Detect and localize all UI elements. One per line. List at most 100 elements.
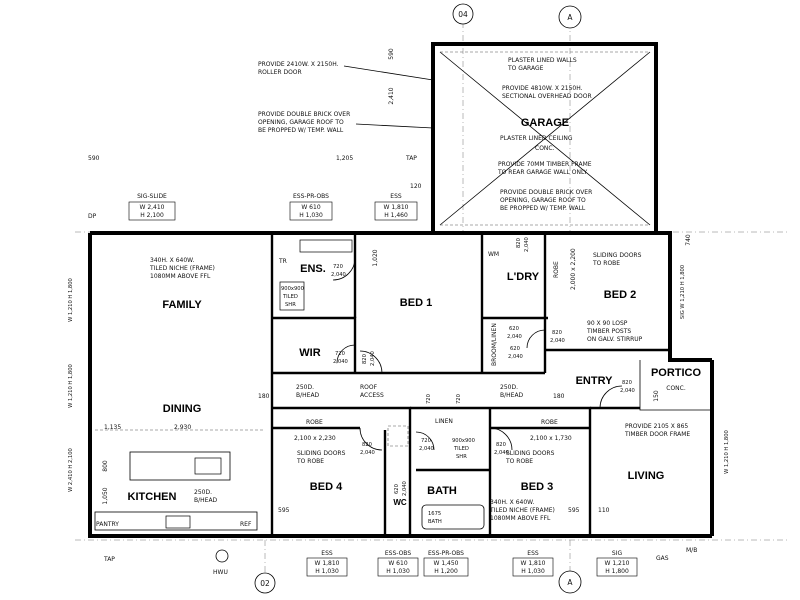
room-laundry: L'DRY [507, 271, 540, 283]
label-shower-bath: 900x900 TILED SHR [452, 438, 475, 460]
dim-180-right: 180 [553, 393, 565, 400]
svg-text:ACCESS: ACCESS [360, 392, 384, 399]
window-ess-pr-obs-bottom: ESS-PR-OBS W 1,450 H 1,200 [423, 550, 469, 577]
note-roller-door: PROVIDE 2410W. X 2150H. ROLLER DOOR [258, 61, 434, 81]
window-ess-top: ESS W 1,810 H 1,460 [374, 193, 418, 221]
label-robe-bed2: ROBE [553, 261, 560, 278]
window-sig-bottom: SIG W 1,210 H 1,800 [596, 550, 638, 577]
svg-text:2,040: 2,040 [402, 481, 408, 496]
label-robe-bed4: ROBE [306, 419, 323, 426]
svg-text:W 610: W 610 [388, 560, 407, 567]
room-bath: BATH [427, 485, 457, 497]
svg-text:H 2,100: H 2,100 [140, 212, 164, 219]
room-bed2: BED 2 [604, 289, 636, 301]
svg-text:SLIDING DOORS: SLIDING DOORS [506, 450, 555, 457]
svg-text:ROOF: ROOF [360, 384, 378, 391]
dim-1020: 1,020 [372, 249, 379, 266]
svg-text:H 1,800: H 1,800 [605, 568, 629, 575]
svg-text:720: 720 [333, 264, 343, 270]
svg-text:1080MM ABOVE FFL: 1080MM ABOVE FFL [490, 515, 551, 522]
svg-text:TILED: TILED [282, 294, 298, 300]
dim-2930: 2,930 [174, 424, 191, 431]
dim-595-left: 595 [278, 507, 290, 514]
svg-text:820: 820 [496, 442, 506, 448]
room-garage: GARAGE [521, 117, 569, 129]
svg-text:340H. X 640W.: 340H. X 640W. [150, 257, 194, 264]
label-pantry: PANTRY [96, 521, 119, 528]
svg-text:TO ROBE: TO ROBE [296, 458, 324, 465]
svg-text:TO GARAGE: TO GARAGE [507, 65, 544, 72]
label-dp: DP [88, 213, 97, 220]
svg-text:ON GALV. STIRRUP: ON GALV. STIRRUP [587, 336, 643, 343]
svg-text:2,040: 2,040 [360, 450, 375, 456]
svg-text:W 1,450: W 1,450 [433, 560, 458, 567]
note-niche-bottom: 340H. X 640W. TILED NICHE (FRAME) 1080MM… [489, 499, 555, 522]
label-wm: WM [488, 251, 499, 258]
svg-text:2,040: 2,040 [419, 446, 434, 452]
ensuite-fixtures [279, 239, 353, 311]
svg-text:B/HEAD: B/HEAD [296, 392, 320, 399]
label-bathtub: 1675 BATH [428, 511, 442, 525]
note-double-brick-right: PROVIDE DOUBLE BRICK OVER OPENING, GARAG… [500, 189, 592, 212]
window-side-right-1: SIG W 1,210 H 1,800 [680, 265, 686, 319]
svg-text:SECTIONAL OVERHEAD DOOR: SECTIONAL OVERHEAD DOOR [502, 93, 592, 100]
note-bhead-left: 250D. B/HEAD [296, 384, 320, 399]
note-sectional-door: PROVIDE 4810W. X 2150H. SECTIONAL OVERHE… [502, 85, 592, 100]
note-roof-access: ROOF ACCESS [360, 384, 409, 447]
note-bhead-kitchen: 250D. B/HEAD [194, 489, 218, 504]
svg-text:2,040: 2,040 [524, 237, 530, 252]
hwu-unit [215, 549, 229, 563]
svg-text:PROVIDE 70MM TIMBER FRAME: PROVIDE 70MM TIMBER FRAME [498, 161, 592, 168]
dim-590: 590 [388, 48, 395, 60]
garage-walls [431, 42, 658, 231]
svg-text:ESS-OBS: ESS-OBS [385, 550, 411, 557]
svg-text:720: 720 [456, 394, 462, 404]
svg-text:SHR: SHR [456, 454, 467, 460]
svg-text:250D.: 250D. [296, 384, 314, 391]
grid-bubble-a-bottom: A [558, 570, 582, 594]
label-broom-linen: BROOM/LINEN [491, 323, 498, 366]
svg-text:PROVIDE 2410W. X 2150H.: PROVIDE 2410W. X 2150H. [258, 61, 339, 68]
svg-text:620: 620 [510, 346, 520, 352]
svg-text:TO ROBE: TO ROBE [505, 458, 533, 465]
internal-walls [270, 233, 670, 536]
robe-size-bed2: 2,000 x 2,200 [570, 248, 577, 290]
svg-text:BE PROPPED W/ TEMP. WALL: BE PROPPED W/ TEMP. WALL [500, 205, 586, 212]
svg-text:B/HEAD: B/HEAD [500, 392, 524, 399]
svg-text:SLIDING DOORS: SLIDING DOORS [297, 450, 346, 457]
svg-text:2,040: 2,040 [550, 338, 565, 344]
svg-text:W 610: W 610 [301, 204, 320, 211]
svg-text:B/HEAD: B/HEAD [194, 497, 218, 504]
svg-text:PLASTER LINED WALLS: PLASTER LINED WALLS [508, 57, 577, 64]
svg-text:1675: 1675 [428, 511, 441, 517]
grid-bubble-a-top: A [558, 5, 582, 29]
svg-text:PROVIDE 4810W. X 2150H.: PROVIDE 4810W. X 2150H. [502, 85, 583, 92]
window-side-left-2: W 1,210 H 1,800 [68, 364, 74, 408]
door-swings [332, 257, 623, 451]
svg-text:ESS-PR-OBS: ESS-PR-OBS [293, 193, 329, 200]
robe-size-bed3: 2,100 x 1,730 [530, 435, 572, 442]
svg-text:620: 620 [394, 484, 400, 494]
window-sig-slide: SIG-SLIDE W 2,410 H 2,100 [128, 193, 176, 221]
svg-text:TILED NICHE (FRAME): TILED NICHE (FRAME) [149, 265, 215, 272]
svg-text:820: 820 [362, 354, 368, 364]
svg-text:H 1,030: H 1,030 [521, 568, 545, 575]
svg-text:TO ROBE: TO ROBE [592, 260, 620, 267]
note-timber-door-frame: PROVIDE 2105 X 865 TIMBER DOOR FRAME [624, 423, 690, 438]
svg-text:250D.: 250D. [500, 384, 518, 391]
note-plaster-ceiling: PLASTER LINED CEILING [500, 135, 573, 142]
svg-text:2,040: 2,040 [508, 354, 523, 360]
room-bed1: BED 1 [400, 297, 432, 309]
svg-text:W 2,410: W 2,410 [139, 204, 164, 211]
svg-text:90 X 90 LOSP: 90 X 90 LOSP [587, 320, 628, 327]
note-timber-frame: PROVIDE 70MM TIMBER FRAME TO REAR GARAGE… [497, 161, 592, 176]
window-ess-bottom-2: ESS W 1,810 H 1,030 [512, 550, 554, 577]
svg-text:W 1,810: W 1,810 [520, 560, 545, 567]
svg-text:SLIDING DOORS: SLIDING DOORS [593, 252, 642, 259]
note-sliding-robe-bed2: SLIDING DOORS TO ROBE [592, 252, 642, 267]
svg-text:900x900: 900x900 [281, 286, 304, 292]
svg-text:820: 820 [362, 442, 372, 448]
svg-text:820: 820 [516, 238, 522, 248]
bath-tub [421, 504, 485, 530]
svg-text:02: 02 [260, 579, 270, 588]
